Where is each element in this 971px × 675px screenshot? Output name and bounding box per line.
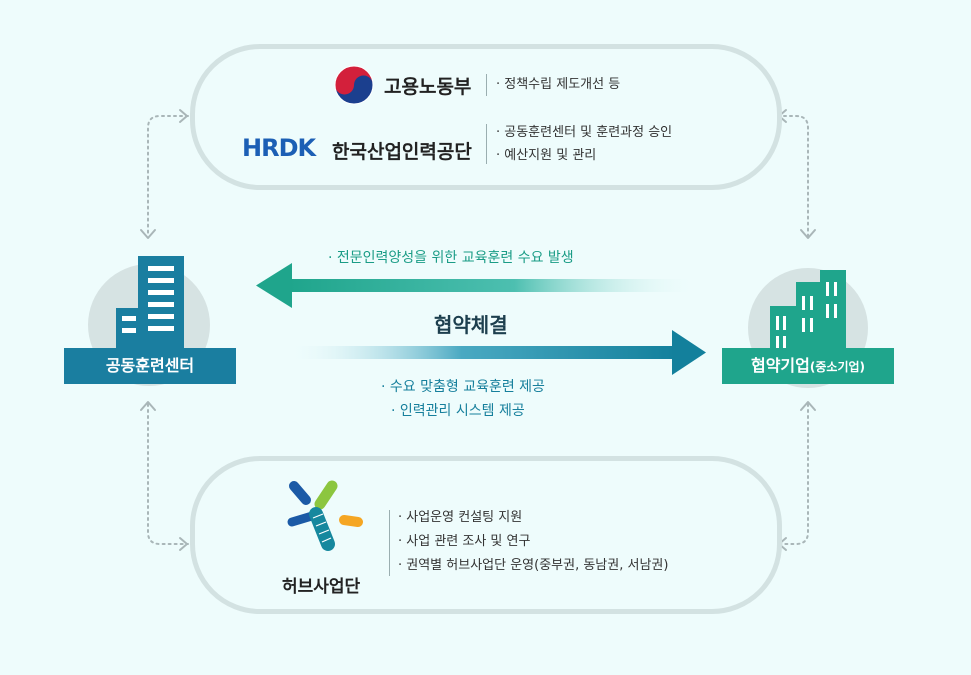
moel-logo [333,64,375,110]
teal-arrow-head [672,330,706,375]
hrdk-name: 한국산업인력공단 [332,141,472,163]
hrdk-item-1: · 공동훈련센터 및 훈련과정 승인 [496,125,673,140]
teal-arrow-shaft [286,346,676,359]
taegeuk-icon [334,65,374,105]
bottom-organization-box [190,456,782,614]
hub-name: 허브사업단 [282,577,361,597]
right-node-label-main: 협약기업 [750,356,810,375]
demand-text: · 전문인력양성을 위한 교육훈련 수요 발생 [328,250,574,266]
green-arrow-head [256,263,292,308]
hrdk-separator [486,124,487,164]
hub-item-3: · 권역별 허브사업단 운영(중부권, 동남권, 서남권) [398,558,669,573]
city-buildings-icon [770,270,846,360]
hub-logo-icon [287,480,363,551]
green-arrow-shaft [290,279,698,292]
hub-item-1: · 사업운영 컨설팅 지원 [398,510,523,525]
hrdk-logo: HRDK [242,134,316,162]
moel-item: · 정책수립 제도개선 등 [496,77,621,92]
provision-text-2: · 인력관리 시스템 제공 [391,403,525,419]
agreement-title: 협약체결 [434,313,508,337]
hub-item-2: · 사업 관련 조사 및 연구 [398,534,531,549]
hub-separator [389,510,390,576]
building-icon [116,256,184,354]
moel-separator [486,74,487,96]
right-node-label: 협약기업(중소기업) [722,348,894,384]
hrdk-item-2: · 예산지원 및 관리 [496,148,597,163]
top-organization-box [190,44,782,190]
right-node-label-sub: (중소기업) [809,360,866,374]
moel-name: 고용노동부 [384,76,472,98]
provision-text-1: · 수요 맞춤형 교육훈련 제공 [381,379,545,395]
left-node-label: 공동훈련센터 [64,348,236,384]
